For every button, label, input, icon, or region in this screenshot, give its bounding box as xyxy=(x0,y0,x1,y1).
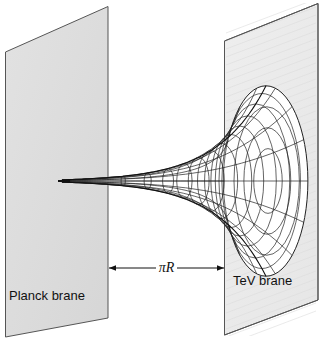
brane-label: TeV brane xyxy=(233,273,292,288)
brane-label: Planck brane xyxy=(9,288,85,303)
distance-label: πR xyxy=(156,260,178,276)
planck-brane: Planck brane xyxy=(5,6,109,338)
